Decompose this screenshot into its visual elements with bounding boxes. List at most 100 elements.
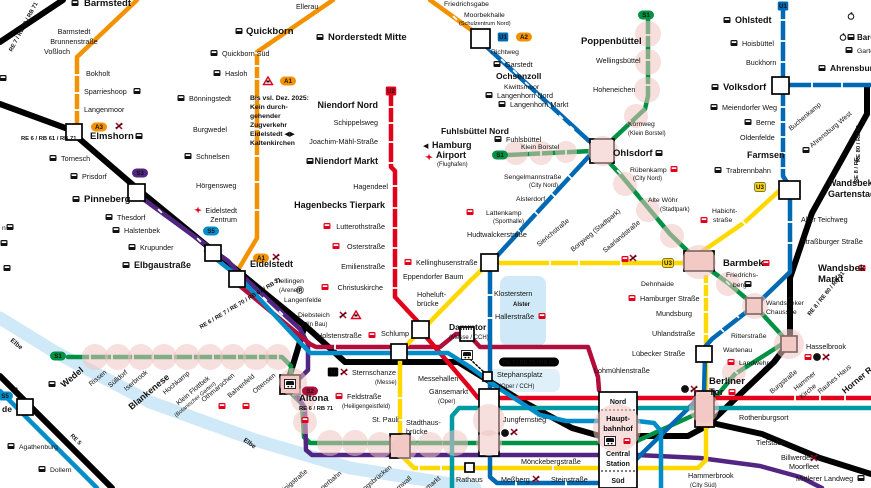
station-label: Christuskirche: [337, 283, 383, 292]
station-tick: [392, 185, 398, 187]
s_circle-icon-part: S: [683, 387, 687, 393]
line-badge-U2[interactable]: [385, 86, 397, 96]
bus-icon: [70, 173, 78, 179]
station-label: Alter Teichweg: [801, 215, 848, 224]
interchange-station[interactable]: [464, 462, 475, 473]
line-badge-label: S5: [1, 393, 9, 400]
interchange-station[interactable]: [695, 345, 713, 363]
bus-icon: [7, 443, 15, 449]
busred-icon-part: [539, 314, 545, 316]
station-tick: [334, 344, 336, 350]
line-badge-U[interactable]: [327, 367, 339, 377]
transit-line: [0, 373, 115, 488]
station-label: de: [2, 404, 12, 414]
line-badge-S2[interactable]: [302, 386, 318, 396]
bus-icon: [655, 150, 663, 156]
station-label: Brunnenstraße: [50, 37, 98, 46]
line-badge-label: S1: [642, 12, 650, 19]
disruption-marker: [105, 344, 131, 370]
line-badge-label: U3: [756, 184, 764, 191]
line-badge-A1[interactable]: [280, 76, 296, 86]
bus-icon: [72, 196, 80, 202]
interchange-station[interactable]: [127, 183, 146, 202]
line-badge-U3[interactable]: [754, 182, 766, 192]
bus-icon-part: [494, 62, 500, 64]
interchange-station[interactable]: [411, 320, 430, 339]
line-badge-S5[interactable]: [0, 391, 13, 401]
interchange-station[interactable]: [480, 253, 499, 272]
interchange-station[interactable]: [482, 371, 493, 382]
wheelchair-icon-part: [850, 12, 853, 15]
station-tick: [552, 465, 554, 471]
interchange-station[interactable]: [16, 398, 34, 416]
line-badge-U1[interactable]: [777, 1, 789, 11]
station-label: Gartenstadt: [828, 189, 871, 199]
station-tick: [811, 82, 813, 88]
busred-icon-part: [624, 439, 630, 441]
interchange-station[interactable]: [228, 270, 246, 288]
station-label: Wandsbek: [818, 263, 866, 274]
bus-icon-part: [185, 154, 191, 156]
station-label: Burgwedel: [193, 125, 227, 134]
bus-icon-part: [745, 282, 751, 284]
cross-icon-part: [532, 476, 540, 482]
station-label: Steinstraße: [551, 475, 588, 484]
station-label: Rothenburgsort: [739, 413, 789, 422]
station-tick: [388, 162, 394, 164]
station-label: Garstedt: [505, 60, 533, 69]
station-label: Meßberg: [501, 475, 530, 484]
line-badge-RE7RE70RB61[interactable]: [499, 357, 559, 367]
station-label: Farmsen: [747, 150, 785, 160]
line-badge-A2[interactable]: [516, 32, 532, 42]
station-label: Kellinghusenstraße: [416, 258, 478, 267]
line-badge-S1[interactable]: [492, 150, 508, 160]
disruption-marker: [174, 344, 200, 370]
hauptbahnhof-label: Haupt-: [606, 414, 630, 423]
line-badge-U3[interactable]: [662, 258, 674, 268]
station-label: Bis vsl. Dez. 2025:: [250, 95, 309, 102]
station-tick: [567, 174, 573, 180]
line-badge-S1[interactable]: [638, 10, 654, 20]
train_db-icon-part: [464, 356, 467, 359]
station-tick: [74, 92, 80, 94]
busred-icon-part: [322, 285, 328, 287]
interchange-station[interactable]: [204, 244, 222, 262]
interchange-station[interactable]: [65, 123, 83, 141]
line-badge-S1[interactable]: [50, 351, 66, 361]
bus-icon: [493, 61, 501, 67]
station-label: Gartenholz: [857, 48, 871, 55]
station-label: Stadthaus-: [406, 418, 441, 427]
interchange-station[interactable]: [771, 76, 790, 95]
bus-icon: [802, 147, 810, 153]
station-label: Hallerstraße: [495, 312, 534, 321]
busred-icon-part: [729, 390, 735, 392]
line-badge-U1[interactable]: [497, 32, 509, 42]
station-label: Niendorf Nord: [318, 100, 379, 110]
station-tick: [254, 52, 260, 54]
line-badge-A3[interactable]: [91, 122, 107, 132]
disruption-marker: [722, 360, 746, 384]
interchange-station[interactable]: [459, 326, 475, 342]
station-tick: [392, 287, 398, 289]
station-label: Kiwittsmoor: [504, 84, 540, 91]
line-badge-S5[interactable]: [203, 226, 219, 236]
station-label: Trabrennbahn: [726, 166, 771, 175]
line-badge-A1[interactable]: [253, 253, 269, 263]
station-label: Reeperbahn: [310, 470, 343, 488]
busred-icon-part: [333, 244, 339, 246]
interchange-station[interactable]: [778, 180, 801, 200]
busred-icon-part: [622, 257, 628, 259]
station-label: (Schulzentrum Nord): [459, 21, 511, 27]
busred-icon-part: [701, 218, 707, 220]
station-tick: [397, 419, 403, 421]
station-label: Barmstedt: [84, 0, 132, 9]
interchange-station[interactable]: [470, 28, 491, 49]
station-tick: [819, 395, 821, 401]
station-label: RE 6 / RB 71: [299, 406, 334, 412]
bus-icon-part: [214, 71, 220, 73]
s_circle-icon-part: [501, 429, 509, 437]
line-badge-S3[interactable]: [132, 168, 148, 178]
interchange-station[interactable]: [390, 343, 408, 361]
